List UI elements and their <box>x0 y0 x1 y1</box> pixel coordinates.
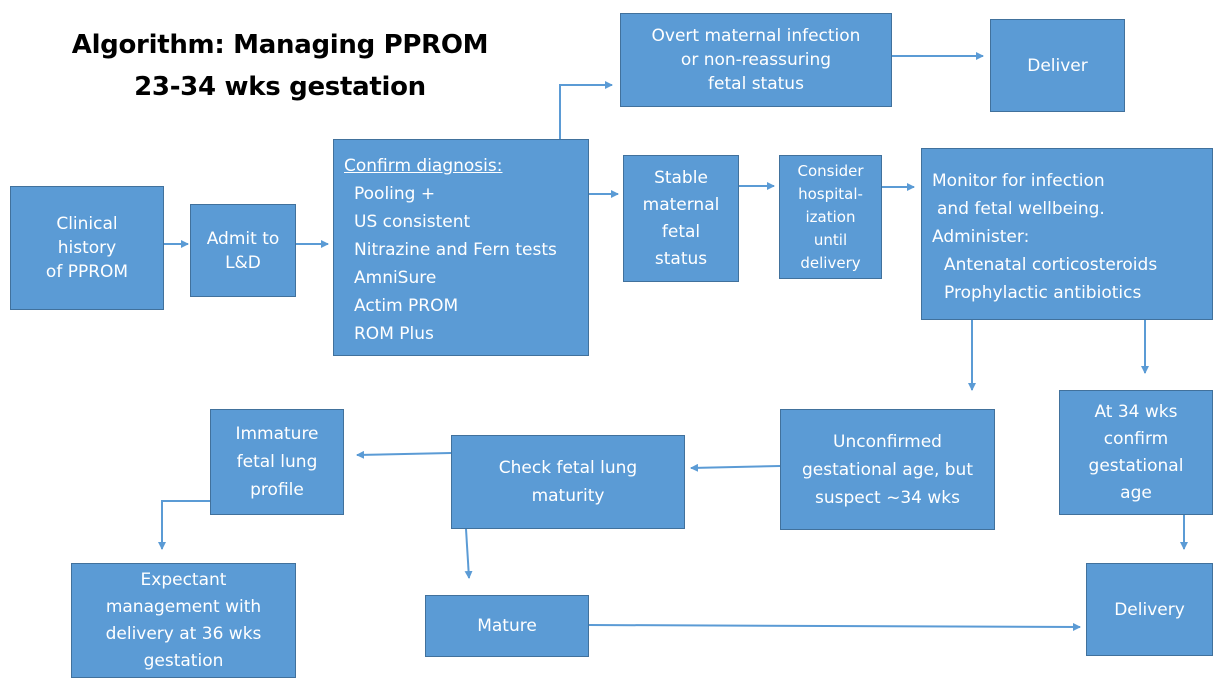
overt-line-2: or non-reassuring <box>680 50 832 70</box>
at34-line-3: gestational <box>1088 455 1184 476</box>
expectant-line-4: gestation <box>143 650 224 671</box>
overt-line-3: fetal status <box>708 74 804 94</box>
consider-line-3: ization <box>805 207 856 226</box>
stable-line-3: fetal <box>661 221 701 242</box>
node-immature-profile: Immature fetal lung profile <box>210 409 344 515</box>
unconfirmed-line-1: Unconfirmed <box>833 431 942 452</box>
expectant-line-2: management with <box>105 596 262 617</box>
arrow-unconfirmed-to-check <box>690 463 781 472</box>
monitor-line-3: Administer: <box>932 227 1030 247</box>
check-lung-line-2: maturity <box>531 486 605 506</box>
node-at-34-wks: At 34 wks confirm gestational age <box>1059 390 1213 515</box>
arrow-check-to-immature <box>356 450 452 459</box>
consider-line-5: delivery <box>800 253 861 272</box>
arrow-check-to-mature <box>464 528 473 579</box>
immature-line-2: fetal lung <box>236 452 318 472</box>
confirm-item: AmniSure <box>354 268 437 288</box>
expectant-line-3: delivery at 36 wks <box>105 623 262 644</box>
confirm-item: Nitrazine and Fern tests <box>354 240 557 260</box>
monitor-item: Antenatal corticosteroids <box>944 255 1158 275</box>
clinical-history-line-3: of PPROM <box>45 262 129 282</box>
consider-line-1: Consider <box>797 161 864 180</box>
monitor-item: Prophylactic antibiotics <box>944 283 1142 303</box>
deliver-label: Deliver <box>1027 55 1088 76</box>
unconfirmed-line-2: gestational age, but <box>801 459 973 480</box>
title-line-2: 23-34 wks gestation <box>134 72 426 102</box>
node-check-fetal-lung: Check fetal lung maturity <box>451 435 685 529</box>
confirm-item: ROM Plus <box>354 324 434 344</box>
consider-line-4: until <box>813 230 848 249</box>
mature-label: Mature <box>477 616 537 636</box>
at34-line-4: age <box>1120 482 1152 503</box>
node-stable-status: Stable maternal fetal status <box>623 155 739 282</box>
stable-line-4: status <box>654 248 708 269</box>
arrow-confirm-to-overt <box>559 81 613 139</box>
admit-line-2: L&D <box>225 252 261 273</box>
node-deliver: Deliver <box>990 19 1125 112</box>
node-confirm-diagnosis: Confirm diagnosis: Pooling + US consiste… <box>333 139 589 356</box>
node-overt-infection: Overt maternal infection or non-reassuri… <box>620 13 892 107</box>
node-clinical-history: Clinical history of PPROM <box>10 186 164 310</box>
delivery-label: Delivery <box>1114 599 1185 620</box>
arrow-immature-to-expectant <box>158 500 210 550</box>
node-mature: Mature <box>425 595 589 657</box>
node-unconfirmed-age: Unconfirmed gestational age, but suspect… <box>780 409 995 530</box>
stable-line-2: maternal <box>642 194 720 215</box>
node-consider-hospitalization: Consider hospital- ization until deliver… <box>779 155 882 279</box>
immature-line-3: profile <box>250 480 304 500</box>
clinical-history-line-2: history <box>57 238 117 258</box>
check-lung-line-1: Check fetal lung <box>498 458 638 478</box>
consider-line-2: hospital- <box>798 184 863 203</box>
immature-line-1: Immature <box>235 424 319 444</box>
at34-line-2: confirm <box>1103 428 1169 449</box>
arrow-mature-to-delivery <box>588 622 1081 631</box>
node-expectant-management: Expectant management with delivery at 36… <box>71 563 296 678</box>
confirm-item: Actim PROM <box>354 296 459 316</box>
confirm-item: US consistent <box>354 212 471 232</box>
admit-line-1: Admit to <box>206 228 280 249</box>
overt-line-1: Overt maternal infection <box>651 26 861 46</box>
at34-line-1: At 34 wks <box>1094 401 1178 422</box>
monitor-line-1: Monitor for infection <box>932 171 1105 191</box>
diagram-title: Algorithm: Managing PPROM 23-34 wks gest… <box>40 24 520 108</box>
confirm-item: Pooling + <box>354 184 436 204</box>
monitor-line-2: and fetal wellbeing. <box>937 199 1105 219</box>
clinical-history-line-1: Clinical <box>56 214 118 234</box>
node-monitor: Monitor for infection and fetal wellbein… <box>921 148 1213 320</box>
expectant-line-1: Expectant <box>140 569 227 590</box>
node-delivery: Delivery <box>1086 563 1213 656</box>
node-admit: Admit to L&D <box>190 204 296 297</box>
stable-line-1: Stable <box>654 167 708 188</box>
title-line-1: Algorithm: Managing PPROM <box>71 30 489 60</box>
confirm-heading: Confirm diagnosis: <box>344 156 503 176</box>
unconfirmed-line-3: suspect ~34 wks <box>814 487 961 508</box>
